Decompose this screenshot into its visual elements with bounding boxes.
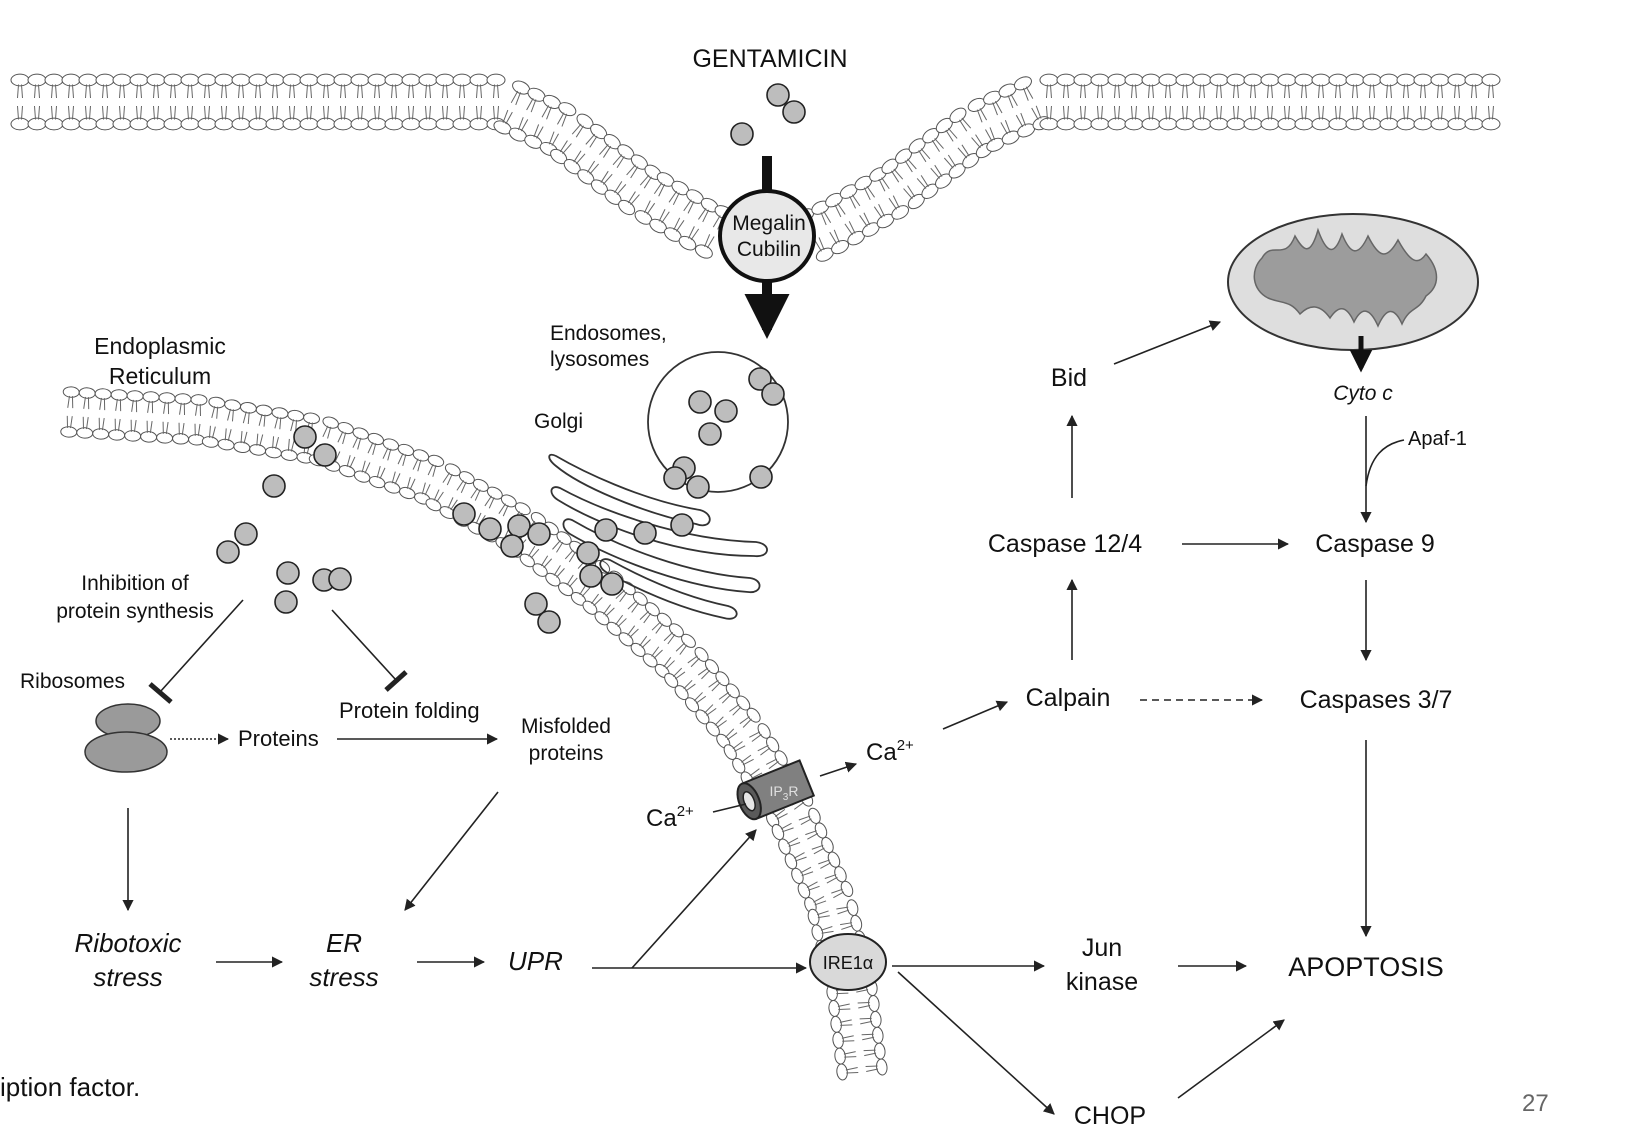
label-upr: UPR xyxy=(508,946,563,976)
label-golgi: Golgi xyxy=(534,410,583,433)
lipid-bilayer-membranes xyxy=(10,73,1501,1081)
label-ribosomes: Ribosomes xyxy=(20,670,125,693)
ire1a-receptor xyxy=(809,933,887,991)
label-endoplasmic: Endoplasmic xyxy=(94,333,226,359)
page-number: 27 xyxy=(1522,1090,1549,1117)
label-cyto-c: Cyto c xyxy=(1333,382,1393,405)
label-misfolded-proteins: proteins xyxy=(529,742,604,765)
footer-caption-fragment: iption factor. xyxy=(0,1072,141,1102)
label-apoptosis: APOPTOSIS xyxy=(1288,952,1444,982)
label-reticulum: Reticulum xyxy=(109,363,211,389)
label-kinase: kinase xyxy=(1066,968,1138,996)
label-proteins: Proteins xyxy=(238,726,319,751)
label-jun: Jun xyxy=(1082,934,1122,962)
label-ribotoxic-stress: stress xyxy=(93,962,162,992)
label-misfolded: Misfolded xyxy=(521,715,611,738)
label-er-stress: stress xyxy=(309,962,378,992)
label-ribotoxic: Ribotoxic xyxy=(75,928,182,958)
endosome-vesicle xyxy=(647,351,789,493)
pathway-arrows xyxy=(122,320,1405,1115)
label-ca-in: Ca2+ xyxy=(646,803,694,832)
label-calpain: Calpain xyxy=(1026,684,1111,712)
gentamicin-particles xyxy=(216,83,806,634)
megalin-cubilin-receptor xyxy=(718,156,816,339)
label-bid: Bid xyxy=(1051,364,1087,392)
label-caspase-12-4: Caspase 12/4 xyxy=(988,530,1142,558)
label-protein-folding: Protein folding xyxy=(339,698,480,723)
label-caspase-9: Caspase 9 xyxy=(1315,530,1435,558)
label-er: ER xyxy=(326,928,362,958)
label-gentamicin: GENTAMICIN xyxy=(692,45,847,73)
label-lysosomes: lysosomes xyxy=(550,348,649,371)
label-ire1a: IRE1α xyxy=(823,953,873,973)
ribosome-icon xyxy=(84,703,168,773)
label-chop: CHOP xyxy=(1074,1102,1146,1130)
label-cubilin: Cubilin xyxy=(737,238,801,261)
label-apaf1: Apaf-1 xyxy=(1408,428,1467,450)
label-protein-synthesis: protein synthesis xyxy=(56,600,214,623)
label-caspases-3-7: Caspases 3/7 xyxy=(1300,686,1453,714)
mitochondrion-icon xyxy=(1227,213,1479,351)
golgi-apparatus-icon xyxy=(548,453,768,620)
label-inhibition: Inhibition of xyxy=(81,572,189,595)
label-endosomes: Endosomes, xyxy=(550,322,667,345)
label-ca-out: Ca2+ xyxy=(866,737,914,766)
label-megalin: Megalin xyxy=(732,212,806,235)
label-ip3r: IP3R xyxy=(770,783,799,803)
